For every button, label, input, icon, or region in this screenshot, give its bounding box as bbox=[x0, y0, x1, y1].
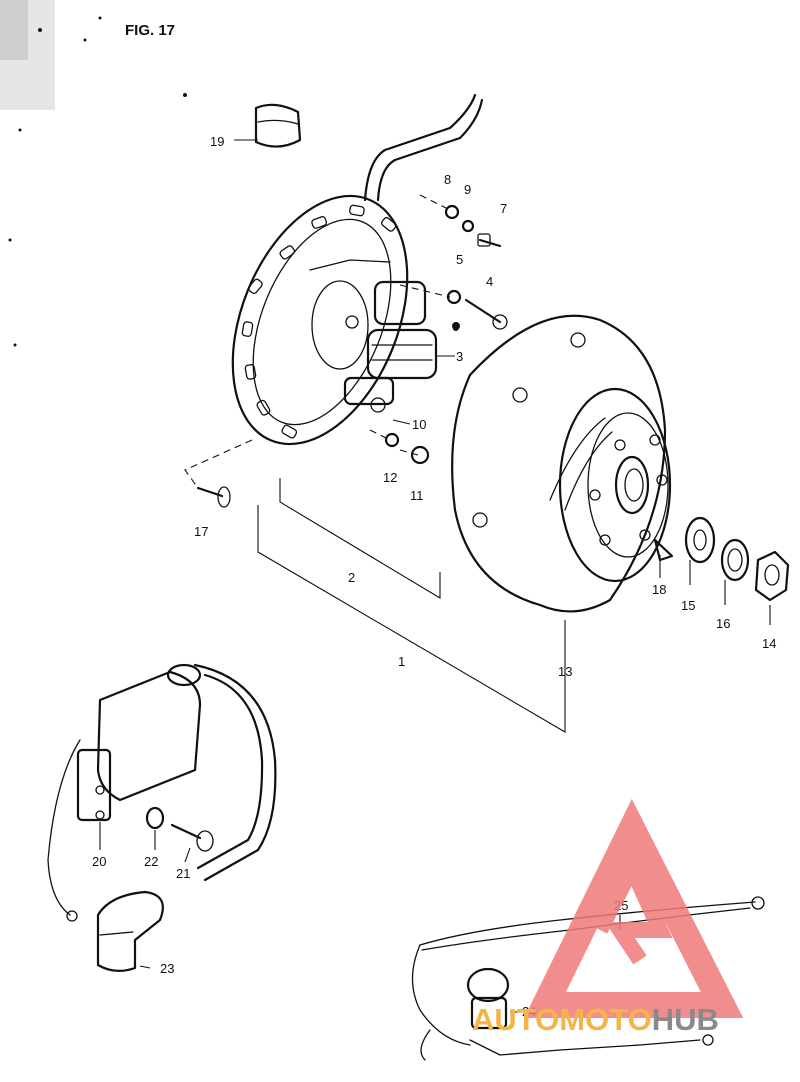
callout-14: 14 bbox=[762, 636, 776, 651]
grommet-19 bbox=[254, 103, 302, 148]
watermark-text-primary: AUTOMOTO bbox=[472, 1002, 652, 1037]
callout-11: 11 bbox=[410, 488, 424, 503]
callout-1: 1 bbox=[398, 654, 405, 669]
callout-19: 19 bbox=[210, 134, 224, 149]
callout-22: 22 bbox=[144, 854, 158, 869]
callout-9: 9 bbox=[464, 182, 471, 197]
plug-cap-23 bbox=[96, 890, 164, 972]
callout-7: 7 bbox=[500, 201, 507, 216]
washer-22-screw-21 bbox=[145, 806, 214, 852]
callout-2: 2 bbox=[348, 570, 355, 585]
rotor-13 bbox=[451, 314, 672, 613]
screws-washers bbox=[444, 204, 508, 330]
watermark-text-secondary: HUB bbox=[652, 1002, 719, 1037]
callout-5: 5 bbox=[456, 252, 463, 267]
watermark-text: AUTOMOTOHUB bbox=[472, 1002, 719, 1037]
callout-16: 16 bbox=[716, 616, 730, 631]
screw-17 bbox=[196, 486, 231, 508]
callout-labels: 1 2 3 4 5 6 7 8 9 10 11 12 13 14 15 16 1… bbox=[92, 134, 776, 1019]
callout-10: 10 bbox=[412, 417, 426, 432]
ignition-coil-20 bbox=[47, 663, 277, 922]
callout-18: 18 bbox=[652, 582, 666, 597]
stator-assembly bbox=[231, 93, 484, 446]
watermark-triangle-icon bbox=[524, 798, 744, 1018]
screws-11-12 bbox=[384, 432, 430, 465]
callout-13: 13 bbox=[558, 664, 572, 679]
callout-12: 12 bbox=[383, 470, 397, 485]
callout-4: 4 bbox=[486, 274, 493, 289]
callout-15: 15 bbox=[681, 598, 695, 613]
scan-noise bbox=[0, 0, 187, 347]
callout-17: 17 bbox=[194, 524, 208, 539]
callout-6: 6 bbox=[452, 319, 459, 334]
callout-3: 3 bbox=[456, 349, 463, 364]
leader-lines bbox=[99, 139, 771, 1013]
watermark-logo bbox=[524, 798, 744, 1018]
callout-21: 21 bbox=[176, 866, 190, 881]
figure-title: FIG. 17 bbox=[125, 22, 175, 39]
watermark-inner-mark-icon bbox=[592, 849, 673, 965]
callout-23: 23 bbox=[160, 961, 174, 976]
callout-20: 20 bbox=[92, 854, 106, 869]
hardware-14-18 bbox=[653, 516, 790, 602]
callout-8: 8 bbox=[444, 172, 451, 187]
